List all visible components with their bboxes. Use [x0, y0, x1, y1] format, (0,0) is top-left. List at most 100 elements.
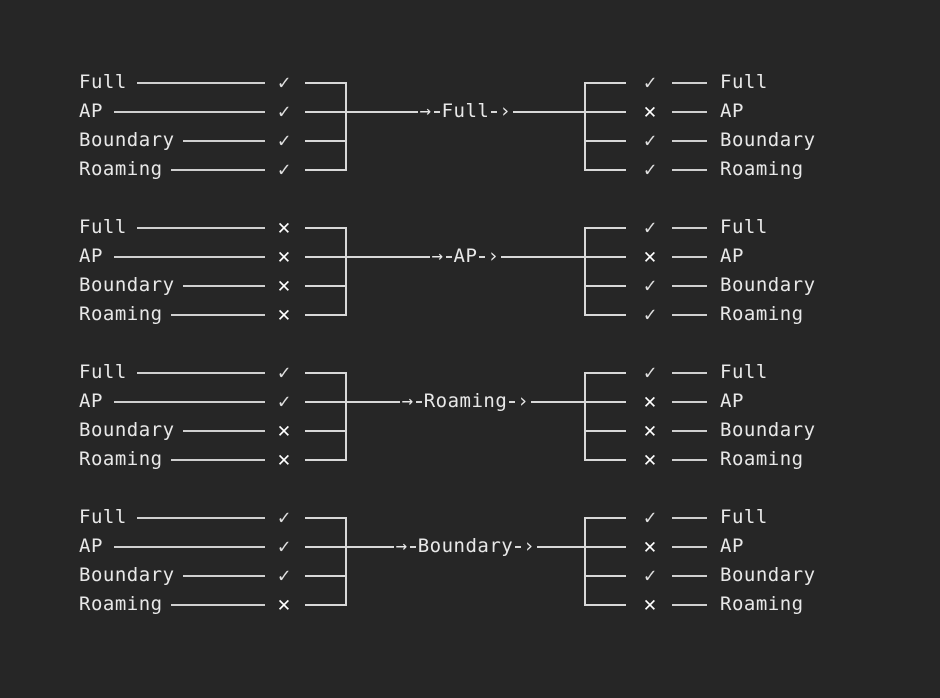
input-state-row: Full✕	[0, 213, 305, 242]
input-bracket-spine	[345, 227, 347, 314]
input-state-cross-icon: ✕	[277, 418, 291, 442]
output-state-cross-icon: ✕	[643, 418, 657, 442]
output-state-label: Full	[720, 216, 768, 238]
output-state-label: Boundary	[720, 419, 816, 441]
output-state-mark: ✓	[638, 358, 662, 388]
input-state-row: Roaming✕	[0, 590, 305, 619]
output-state-label: AP	[720, 245, 744, 267]
output-state-mark: ✕	[638, 97, 662, 127]
output-state-check-icon: ✓	[643, 360, 657, 384]
output-bracket-stub	[584, 517, 626, 519]
output-connector-line	[672, 401, 707, 403]
input-connector-line	[171, 314, 265, 316]
arrow-in-icon: →	[399, 387, 416, 416]
output-state-label: Full	[720, 506, 768, 528]
output-state-mark: ✓	[638, 126, 662, 156]
transition-label-wrapper: →AP›	[345, 242, 586, 271]
output-state-cross-icon: ✕	[643, 534, 657, 558]
output-bracket-stub	[584, 256, 626, 258]
output-state-check-icon: ✓	[643, 215, 657, 239]
output-state-row: ✕ Boundary	[626, 416, 940, 445]
input-state-mark: ✕	[272, 242, 296, 272]
input-state-label: Boundary	[79, 274, 175, 296]
input-bracket-stub	[305, 517, 347, 519]
output-state-check-icon: ✓	[643, 505, 657, 529]
input-state-mark: ✕	[272, 271, 296, 301]
input-bracket-stub	[305, 314, 347, 316]
input-state-cross-icon: ✕	[277, 244, 291, 268]
input-connector-line	[182, 140, 265, 142]
transition-state-label: Boundary	[415, 532, 516, 561]
output-bracket-stub	[584, 82, 626, 84]
output-connector-line	[672, 459, 707, 461]
input-bracket-stub	[305, 285, 347, 287]
output-state-row: ✓ Roaming	[626, 155, 940, 184]
input-bracket-stub	[305, 575, 347, 577]
output-bracket	[584, 503, 626, 633]
input-state-check-icon: ✓	[277, 505, 291, 529]
output-states-column: ✓Full✕AP✓Boundary✕Roaming	[626, 503, 940, 633]
input-bracket-stub	[305, 82, 347, 84]
transition-state-label: AP	[451, 242, 480, 271]
input-bracket-stub	[305, 256, 347, 258]
output-bracket-spine	[584, 372, 586, 459]
input-state-mark: ✓	[272, 503, 296, 533]
output-bracket-stub	[584, 401, 626, 403]
input-state-label: AP	[79, 245, 103, 267]
output-state-row: ✕Roaming	[626, 445, 940, 474]
input-state-row: Roaming✕	[0, 445, 305, 474]
output-state-label: Roaming	[720, 158, 804, 180]
input-connector-line	[171, 604, 265, 606]
output-connector-line	[672, 111, 707, 113]
input-state-mark: ✓	[272, 97, 296, 127]
input-state-cross-icon: ✕	[277, 447, 291, 471]
input-connector-line	[113, 401, 265, 403]
input-connector-line	[136, 82, 265, 84]
output-state-check-icon: ✓	[643, 273, 657, 297]
input-bracket-spine	[345, 82, 347, 169]
input-state-mark: ✕	[272, 590, 296, 620]
output-state-check-icon: ✓	[643, 563, 657, 587]
output-state-row: ✕ AP	[626, 242, 940, 271]
input-bracket-stub	[305, 227, 347, 229]
input-bracket-stub	[305, 546, 347, 548]
output-state-label: AP	[720, 535, 744, 557]
output-state-mark: ✕	[638, 242, 662, 272]
output-connector-line	[672, 169, 707, 171]
input-state-row: AP ✕	[0, 242, 305, 271]
input-states-column: Full✓AP✓Boundary✓Roaming✓	[0, 68, 305, 198]
transition-label-wrapper: →Roaming›	[345, 387, 586, 416]
output-state-row: ✕AP	[626, 387, 940, 416]
output-connector-line	[672, 227, 707, 229]
output-bracket-stub	[584, 227, 626, 229]
input-state-mark: ✓	[272, 561, 296, 591]
output-state-check-icon: ✓	[643, 128, 657, 152]
input-state-label: Roaming	[79, 158, 163, 180]
input-state-cross-icon: ✕	[277, 273, 291, 297]
output-bracket-stub	[584, 285, 626, 287]
output-state-row: ✓Boundary	[626, 126, 940, 155]
output-connector-line	[672, 285, 707, 287]
output-bracket-stub	[584, 140, 626, 142]
output-state-check-icon: ✓	[643, 157, 657, 181]
arrow-out-icon: ›	[497, 97, 514, 126]
output-connector-line	[672, 256, 707, 258]
output-connector-line	[672, 372, 707, 374]
arrow-out-icon: ›	[521, 532, 538, 561]
input-bracket-spine	[345, 372, 347, 459]
input-state-row: Boundary✓	[0, 126, 305, 155]
input-connector-line	[113, 256, 265, 258]
input-bracket-stub	[305, 459, 347, 461]
input-connector-line	[113, 546, 265, 548]
input-bracket	[305, 503, 347, 633]
input-connector-line	[136, 227, 265, 229]
input-state-mark: ✓	[272, 68, 296, 98]
input-state-label: Roaming	[79, 303, 163, 325]
output-state-mark: ✕	[638, 590, 662, 620]
input-bracket-stub	[305, 372, 347, 374]
input-state-label: Boundary	[79, 564, 175, 586]
input-state-mark: ✓	[272, 358, 296, 388]
output-bracket-stub	[584, 372, 626, 374]
output-state-row: ✕Roaming	[626, 590, 940, 619]
input-states-column: Full✓AP✓Boundary✓Roaming✕	[0, 503, 305, 633]
